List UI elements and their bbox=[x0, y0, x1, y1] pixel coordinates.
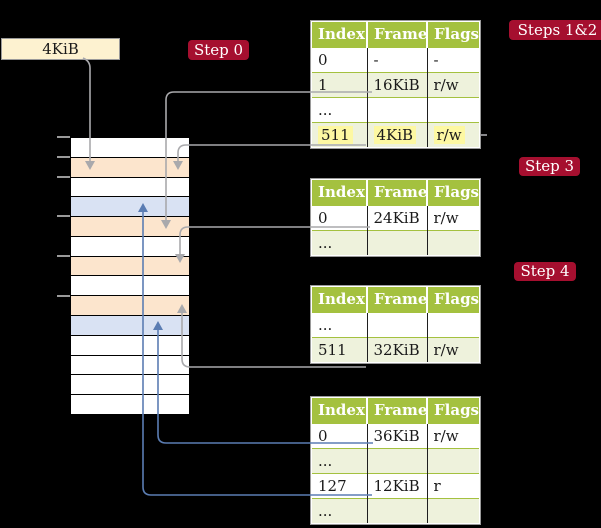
memory-row-white bbox=[71, 335, 189, 356]
table-cell: ... bbox=[312, 497, 368, 523]
table-cell bbox=[427, 229, 479, 255]
memory-row-white bbox=[71, 375, 189, 396]
table-cell: 24KiB bbox=[367, 204, 428, 230]
step-4-badge: Step 4 bbox=[514, 262, 576, 281]
table-cell: r bbox=[427, 472, 479, 498]
table-cell: 0 bbox=[312, 422, 368, 448]
table-row: ... bbox=[312, 311, 479, 337]
table-cell: ... bbox=[312, 311, 368, 337]
table-cell: 36KiB bbox=[367, 422, 428, 448]
table-cell: 0 bbox=[312, 46, 368, 72]
memory-row-orange bbox=[71, 296, 189, 317]
column-header: Frame bbox=[367, 180, 428, 205]
column-header: Flags bbox=[427, 398, 479, 423]
address-tick bbox=[57, 156, 70, 158]
table-cell: r/w bbox=[427, 71, 479, 97]
memory-row-blue bbox=[71, 197, 189, 218]
table-row: ... bbox=[312, 447, 479, 473]
table-cell: r/w bbox=[427, 121, 479, 147]
step-3-badge: Step 3 bbox=[519, 157, 580, 176]
address-tick bbox=[57, 215, 70, 217]
memory-row-orange bbox=[71, 217, 189, 237]
table-cell bbox=[427, 447, 479, 473]
memory-row-white bbox=[71, 395, 189, 414]
highlighted-value: 4KiB bbox=[373, 125, 417, 144]
memory-row-white bbox=[71, 355, 189, 376]
table-row: ... bbox=[312, 497, 479, 523]
table-cell bbox=[367, 229, 428, 255]
table-cell: ... bbox=[312, 447, 368, 473]
table-cell: 16KiB bbox=[367, 71, 428, 97]
table-cell: 32KiB bbox=[367, 336, 428, 362]
table-cell: - bbox=[427, 46, 479, 72]
page-size-label: 4KiB bbox=[1, 38, 120, 60]
memory-row-orange bbox=[71, 256, 189, 277]
table-cell: ... bbox=[312, 96, 368, 122]
column-header: Index bbox=[312, 180, 368, 205]
table-row: ... bbox=[312, 229, 479, 255]
column-header: Flags bbox=[427, 22, 479, 47]
table-cell: 0 bbox=[312, 204, 368, 230]
address-tick bbox=[57, 176, 70, 178]
table-cell bbox=[427, 311, 479, 337]
column-header: Index bbox=[312, 22, 368, 47]
column-header: Index bbox=[312, 398, 368, 423]
step-0-badge: Step 0 bbox=[188, 40, 249, 60]
table-cell: ... bbox=[312, 229, 368, 255]
table-cell bbox=[427, 96, 479, 122]
table-cell bbox=[367, 497, 428, 523]
address-tick bbox=[57, 136, 70, 138]
column-header: Frame bbox=[367, 22, 428, 47]
table-cell bbox=[367, 447, 428, 473]
column-header: Index bbox=[312, 287, 368, 312]
memory-row-white bbox=[71, 138, 189, 158]
table-row: 0-- bbox=[312, 46, 479, 72]
column-header: Frame bbox=[367, 398, 428, 423]
table-cell bbox=[427, 497, 479, 523]
address-tick bbox=[57, 295, 70, 297]
memory-row-white bbox=[71, 276, 189, 297]
highlighted-value: r/w bbox=[433, 125, 465, 144]
table-cell: 511 bbox=[312, 336, 368, 362]
column-header: Frame bbox=[367, 287, 428, 312]
column-header: Flags bbox=[427, 180, 479, 205]
column-header: Flags bbox=[427, 287, 479, 312]
table-cell: r/w bbox=[427, 336, 479, 362]
table-cell: r/w bbox=[427, 422, 479, 448]
memory-row-white bbox=[71, 236, 189, 257]
table-cell: 127 bbox=[312, 472, 368, 498]
table-cell: 1 bbox=[312, 71, 368, 97]
table-cell: - bbox=[367, 46, 428, 72]
physical-memory-strip bbox=[70, 137, 190, 415]
memory-row-white bbox=[71, 177, 189, 198]
address-tick bbox=[57, 255, 70, 257]
table-cell: 4KiB bbox=[367, 121, 428, 147]
table-cell: r/w bbox=[427, 204, 479, 230]
memory-row-orange bbox=[71, 157, 189, 178]
table-row: 511 4KiB r/w bbox=[312, 121, 479, 147]
table-cell bbox=[367, 96, 428, 122]
steps-1-2-badge: Steps 1&2 bbox=[509, 20, 601, 40]
table-cell: 12KiB bbox=[367, 472, 428, 498]
table-cell bbox=[367, 311, 428, 337]
table-row: ... bbox=[312, 96, 479, 122]
memory-row-blue bbox=[71, 316, 189, 336]
highlighted-value: 511 bbox=[318, 125, 353, 144]
table-cell: 511 bbox=[312, 121, 368, 147]
